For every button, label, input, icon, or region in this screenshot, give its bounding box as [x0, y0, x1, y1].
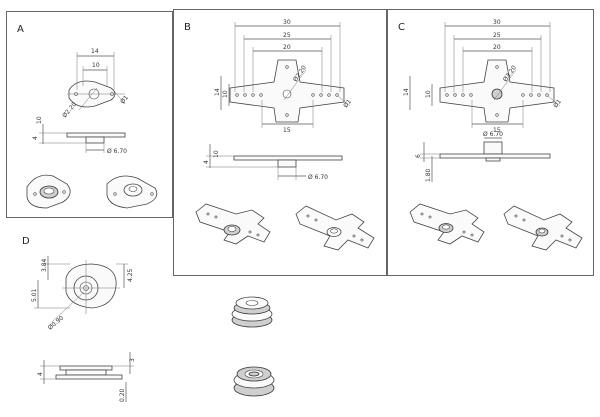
c-dim-30: 30	[493, 19, 501, 26]
b-dim-height-10: 10	[213, 150, 220, 158]
a-dim-10: 10	[92, 62, 100, 69]
d-dim-3-84: 3.84	[41, 258, 48, 272]
c-dim-shaft: Ø 6.70	[483, 131, 503, 138]
b-dim-30: 30	[283, 19, 291, 26]
d-dim-5-01: 5.01	[31, 288, 38, 302]
panel-a-iso-right	[106, 175, 158, 209]
panel-a: A 14 10 Ø2.20 Ø1	[6, 11, 173, 218]
a-dim-14: 14	[91, 48, 99, 55]
panel-d-drawing: 3.84 5.01 4.25 Ø0.90 4 3 0.20	[31, 256, 275, 402]
panel-c-drawing: 30 25 20 14 10 Ø3.20 Ø1 15 Ø 6.70 6 1.80	[403, 19, 583, 251]
c-dim-14: 14	[403, 88, 410, 96]
panel-c-label: C	[398, 22, 405, 33]
a-dim-height-4: 4	[32, 136, 39, 140]
c-dim-15: 15	[493, 127, 501, 134]
c-dim-height-6: 6	[415, 154, 422, 158]
b-dim-10: 10	[222, 90, 229, 98]
a-dim-shaft: Ø 6.70	[107, 148, 127, 155]
panel-b-side-view	[206, 144, 343, 180]
panel-d-top-view	[34, 256, 128, 323]
b-dim-14: 14	[214, 88, 221, 96]
panel-c-side-view	[420, 137, 551, 182]
b-dim-height-4: 4	[203, 160, 210, 164]
d-dim-height-3: 3	[129, 358, 136, 362]
panel-c-top-view	[409, 22, 561, 128]
c-dim-height-1-80: 1.80	[425, 168, 432, 182]
panel-d-iso-top	[231, 296, 273, 328]
panel-b: B 30 25 20	[173, 9, 387, 276]
d-dim-height-0-20: 0.20	[119, 388, 126, 402]
d-dim-height-4: 4	[37, 372, 44, 376]
panel-a-top-view	[67, 52, 126, 111]
c-dim-small-hole: Ø1	[552, 98, 563, 109]
b-dim-25: 25	[283, 32, 291, 39]
panel-a-label: A	[17, 24, 24, 35]
panel-b-top-view	[220, 22, 351, 128]
panel-c: C 30 25 20	[387, 9, 594, 276]
b-dim-shaft: Ø 6.70	[308, 174, 328, 181]
c-dim-20: 20	[493, 44, 501, 51]
b-dim-small-hole: Ø1	[342, 98, 353, 109]
panel-d-iso-bottom	[233, 366, 275, 397]
b-dim-15: 15	[283, 127, 291, 134]
b-dim-20: 20	[283, 44, 291, 51]
panel-b-iso-right	[295, 205, 375, 251]
panel-c-iso-right	[503, 205, 583, 251]
panel-a-iso-left	[26, 174, 71, 209]
panel-d-side-view	[40, 352, 134, 402]
panel-d-label: D	[22, 236, 30, 247]
panel-c-iso-left	[409, 203, 485, 245]
panel-a-side-view	[39, 124, 126, 153]
a-dim-small-hole: Ø1	[119, 94, 130, 105]
c-dim-25: 25	[493, 32, 501, 39]
panel-b-iso-left	[195, 203, 271, 245]
panel-b-drawing: 30 25 20 14 10 Ø2.20 Ø1 15 10 4 Ø 6.70	[195, 19, 375, 251]
d-dim-4-25: 4.25	[127, 268, 134, 282]
a-dim-height-10: 10	[36, 116, 43, 124]
panel-a-drawing: 14 10 Ø2.20 Ø1 10 4 Ø 6.70	[26, 48, 158, 209]
c-dim-10: 10	[425, 90, 432, 98]
panel-b-label: B	[184, 22, 191, 33]
d-dim-hole: Ø0.90	[47, 314, 65, 331]
a-dim-hole: Ø2.20	[61, 101, 78, 119]
panel-d: D 3.84 5.01 4.25 Ø0.90	[0, 226, 300, 417]
